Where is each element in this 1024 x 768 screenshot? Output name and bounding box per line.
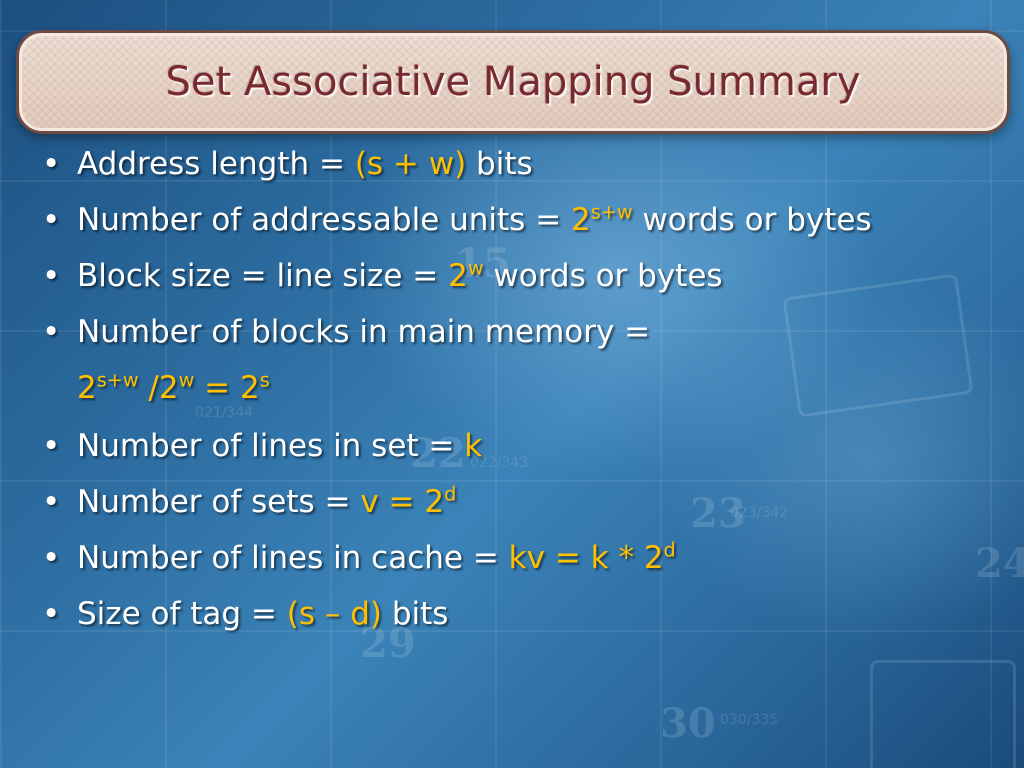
- highlight-text: (s – d): [286, 596, 382, 632]
- bullet-icon: •: [42, 314, 61, 350]
- highlight-superscript: s: [259, 368, 270, 392]
- bullet-list: • Address length = (s + w) bits • Number…: [40, 140, 1000, 638]
- bullet-text: words or bytes: [483, 258, 723, 294]
- background-calendar-code: 023/342: [730, 505, 789, 521]
- bullet-item: • Number of lines in set = k: [40, 422, 1000, 470]
- bullet-icon: •: [42, 202, 61, 238]
- highlight-text: = 2: [194, 370, 260, 406]
- bullet-text: Number of lines in set =: [77, 428, 465, 464]
- highlight-superscript: d: [663, 538, 676, 562]
- highlight-text: /2: [138, 370, 179, 406]
- background-calendar-number: 23: [690, 490, 746, 537]
- background-calendar-number: 22: [410, 430, 466, 477]
- background-calendar-code: 022/343: [470, 455, 529, 471]
- highlight-superscript: d: [444, 482, 457, 506]
- highlight-text: (s + w): [354, 146, 467, 182]
- highlight-superscript: w: [467, 256, 484, 280]
- bullet-text: Size of tag =: [77, 596, 287, 632]
- bullet-icon: •: [42, 484, 61, 520]
- bullet-icon: •: [42, 146, 61, 182]
- background-clipart-shape: [870, 660, 1016, 768]
- bullet-continuation: 2s+w /2w = 2s: [40, 364, 1000, 412]
- background-calendar-number: 29: [360, 620, 416, 667]
- bullet-text: Block size = line size =: [77, 258, 449, 294]
- highlight-text: k: [464, 428, 483, 464]
- bullet-text: Number of blocks in main memory =: [77, 314, 651, 350]
- bullet-item: • Number of addressable units = 2s+w wor…: [40, 196, 1000, 244]
- bullet-text: bits: [466, 146, 533, 182]
- bullet-item: • Number of blocks in main memory =: [40, 308, 1000, 356]
- background-calendar-number: 24: [975, 540, 1024, 587]
- highlight-superscript: w: [178, 368, 195, 392]
- highlight-superscript: s+w: [590, 200, 633, 224]
- highlight-text: 2: [77, 370, 97, 406]
- highlight-text: 2: [448, 258, 468, 294]
- highlight-text: kv = k * 2: [508, 540, 664, 576]
- bullet-icon: •: [42, 540, 61, 576]
- bullet-text: Number of lines in cache =: [77, 540, 509, 576]
- background-calendar-code: 021/344: [195, 405, 254, 421]
- slide-title: Set Associative Mapping Summary: [165, 59, 861, 105]
- bullet-icon: •: [42, 428, 61, 464]
- title-banner: Set Associative Mapping Summary: [16, 30, 1010, 134]
- bullet-item: • Number of sets = v = 2d: [40, 478, 1000, 526]
- bullet-item: • Address length = (s + w) bits: [40, 140, 1000, 188]
- background-calendar-code: 030/335: [720, 712, 779, 728]
- bullet-text: words or bytes: [632, 202, 872, 238]
- bullet-item: • Number of lines in cache = kv = k * 2d: [40, 534, 1000, 582]
- background-calendar-number: 30: [660, 700, 716, 747]
- highlight-text: 2: [571, 202, 591, 238]
- background-calendar-number: 15: [455, 240, 511, 287]
- bullet-text: bits: [381, 596, 449, 632]
- bullet-text: Address length =: [77, 146, 355, 182]
- bullet-text: Number of addressable units =: [77, 202, 572, 238]
- bullet-item: • Size of tag = (s – d) bits: [40, 590, 1000, 638]
- highlight-superscript: s+w: [96, 368, 139, 392]
- bullet-icon: •: [42, 596, 61, 632]
- bullet-item: • Block size = line size = 2w words or b…: [40, 252, 1000, 300]
- highlight-text: v = 2: [360, 484, 445, 520]
- bullet-icon: •: [42, 258, 61, 294]
- bullet-text: Number of sets =: [77, 484, 361, 520]
